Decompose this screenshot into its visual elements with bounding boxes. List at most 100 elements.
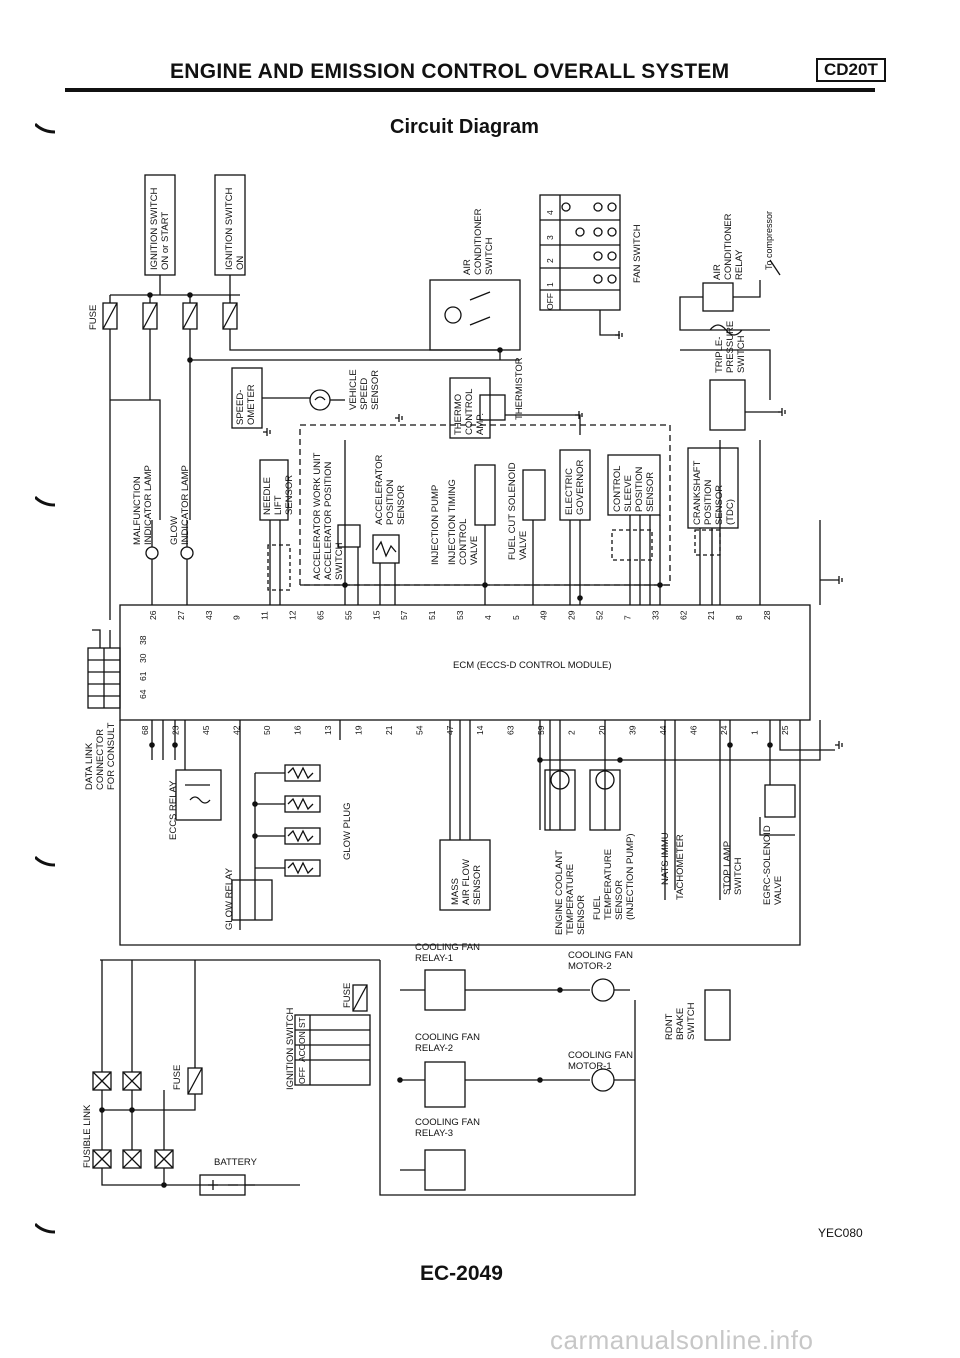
label-needle-lift: NEEDLELIFTSENSOR: [262, 475, 295, 515]
ecm-pin-number: 21: [706, 610, 716, 620]
ecm-pin-number: 8: [734, 615, 744, 620]
label-tachometer: TACHOMETER: [675, 834, 686, 900]
ecm-pin-number: 55: [343, 610, 353, 620]
ecm-pin-number: 63: [506, 725, 516, 735]
cooling-fan-motor-2: [591, 978, 615, 1002]
cooling-fan-relay-3: [424, 1149, 466, 1191]
cooling-fan-relay-2: [424, 1061, 466, 1108]
page-title: ENGINE AND EMISSION CONTROL OVERALL SYST…: [170, 60, 730, 83]
vss-symbol: [309, 389, 331, 411]
label-fuse-5: FUSE: [342, 983, 353, 1008]
label-fuse-6: FUSE: [172, 1065, 183, 1090]
egrc-solenoid-box: [764, 784, 796, 818]
label-dlc: DATA LINKCONNECTORFOR CONSULT: [84, 722, 117, 790]
ckp-sensor-box: [687, 447, 739, 529]
ecm-pin-number: 47: [445, 725, 455, 735]
label-ign-start: IGNITION SWITCHON or START: [149, 188, 171, 270]
label-ign-off: OFF: [297, 1067, 307, 1084]
glow-plug-3: [284, 827, 321, 845]
maf-sensor-box: [439, 839, 491, 911]
ecm-pin-number: 38: [138, 635, 148, 645]
diagram-subtitle: Circuit Diagram: [390, 116, 539, 138]
label-fan-4: 4: [545, 210, 555, 215]
csps-box: [607, 454, 661, 516]
apwu-switch-symbol: [337, 524, 361, 548]
needle-lift-sensor-box: [259, 459, 289, 521]
fuel-temp-sensor-box: [589, 769, 621, 831]
label-fan-3: 3: [545, 235, 555, 240]
label-mil: MALFUNCTIONINDICATOR LAMP: [132, 465, 154, 545]
ecm-pin-number: 68: [140, 725, 150, 735]
label-apwu: ACCELERATOR WORK UNITACCELERATOR POSITIO…: [312, 452, 345, 580]
ecm-pin-number: 9: [232, 615, 242, 620]
label-aps: ACCELERATORPOSITIONSENSOR: [374, 454, 407, 525]
ecm-pin-number: 2: [567, 730, 577, 735]
ecm-pin-number: 43: [204, 610, 214, 620]
label-fan-1: 1: [545, 282, 555, 287]
ac-switch-box: [429, 279, 521, 351]
label-rdnt-brake: RDNTBRAKESWITCH: [664, 1002, 697, 1040]
glow-plug-2: [284, 795, 321, 813]
ecm-pin-number: 25: [780, 725, 790, 735]
label-fuel-temp: FUELTEMPERATURESENSOR(INJECTION PUMP): [592, 833, 636, 920]
ecm-pin-number: 11: [260, 611, 270, 620]
ignition-switch-table: [294, 1014, 371, 1086]
cooling-fan-motor-1: [591, 1068, 615, 1092]
label-glow-plug: GLOW PLUG: [342, 802, 353, 860]
fan-switch-box: [539, 194, 621, 311]
ecm-pin-number: 64: [138, 689, 148, 699]
ecm-pin-number: 42: [231, 725, 241, 735]
label-ign-switch: IGNITION SWITCH: [285, 1008, 296, 1090]
ecm-pin-number: 20: [597, 725, 607, 735]
ecm-pin-number: 4: [483, 615, 493, 620]
binding-mark: [35, 495, 55, 507]
label-itc: INJECTION TIMINGCONTROLVALVE: [447, 479, 480, 565]
rdnt-brake-switch-box: [704, 989, 731, 1041]
label-maf: MASSAIR FLOWSENSOR: [450, 859, 483, 905]
label-fan-off: OFF: [545, 293, 555, 310]
label-glow-indicator: GLOWINDICATOR LAMP: [169, 465, 191, 545]
mil-lamp-symbol: [145, 546, 159, 560]
label-electric-governor: ELECTRICGOVERNOR: [564, 459, 586, 515]
label-nats: NATS IMMU: [660, 832, 671, 885]
label-triple-pressure: TRIPLE-PRESSURESWITCH: [714, 321, 747, 373]
label-ign-on: IGNITION SWITCHON: [224, 188, 246, 270]
label-vss: VEHICLESPEEDSENSOR: [348, 369, 381, 410]
ecm-pin-number: 26: [148, 610, 158, 620]
cooling-fan-relay-1: [424, 969, 466, 1011]
label-stop-lamp: STOP LAMPSWITCH: [722, 841, 744, 895]
aps-symbol: [372, 534, 400, 564]
ecm-pin-number: 29: [567, 610, 577, 620]
ecm-pin-number: 15: [371, 610, 381, 620]
label-fan-switch: FAN SWITCH: [632, 224, 643, 283]
ecm-pin-number: 59: [536, 725, 546, 735]
label-ckp: CRANKSHAFTPOSITIONSENSOR(TDC): [692, 460, 736, 525]
binding-mark: [35, 1222, 55, 1234]
label-ign-on-pos: ON: [297, 1031, 307, 1044]
label-fan-2: 2: [545, 258, 555, 263]
ecm-pin-number: 62: [678, 610, 688, 620]
label-egrc: EGRC-SOLENOIDVALVE: [762, 825, 784, 905]
glow-relay-box: [231, 879, 273, 921]
engine-code-badge: CD20T: [816, 58, 886, 82]
label-glow-relay: GLOW RELAY: [224, 867, 235, 930]
ecm-pin-number: 12: [288, 610, 298, 620]
label-ac-relay: AIRCONDITIONERRELAY: [712, 213, 745, 280]
ecm-pin-number: 39: [628, 725, 638, 735]
label-ign-acc: ACC: [297, 1044, 307, 1062]
ect-sensor-box: [544, 769, 576, 831]
ecm-pin-number: 46: [689, 725, 699, 735]
label-injection-pump: INJECTION PUMP: [430, 485, 441, 565]
glow-plug-4: [284, 859, 321, 877]
label-battery: BATTERY: [214, 1157, 258, 1168]
electric-governor-box: [559, 449, 591, 521]
label-ect: ENGINE COOLANTTEMPERATURESENSOR: [554, 850, 587, 935]
ecm-pin-number: 44: [658, 725, 668, 735]
label-fuse: FUSE: [88, 305, 99, 330]
